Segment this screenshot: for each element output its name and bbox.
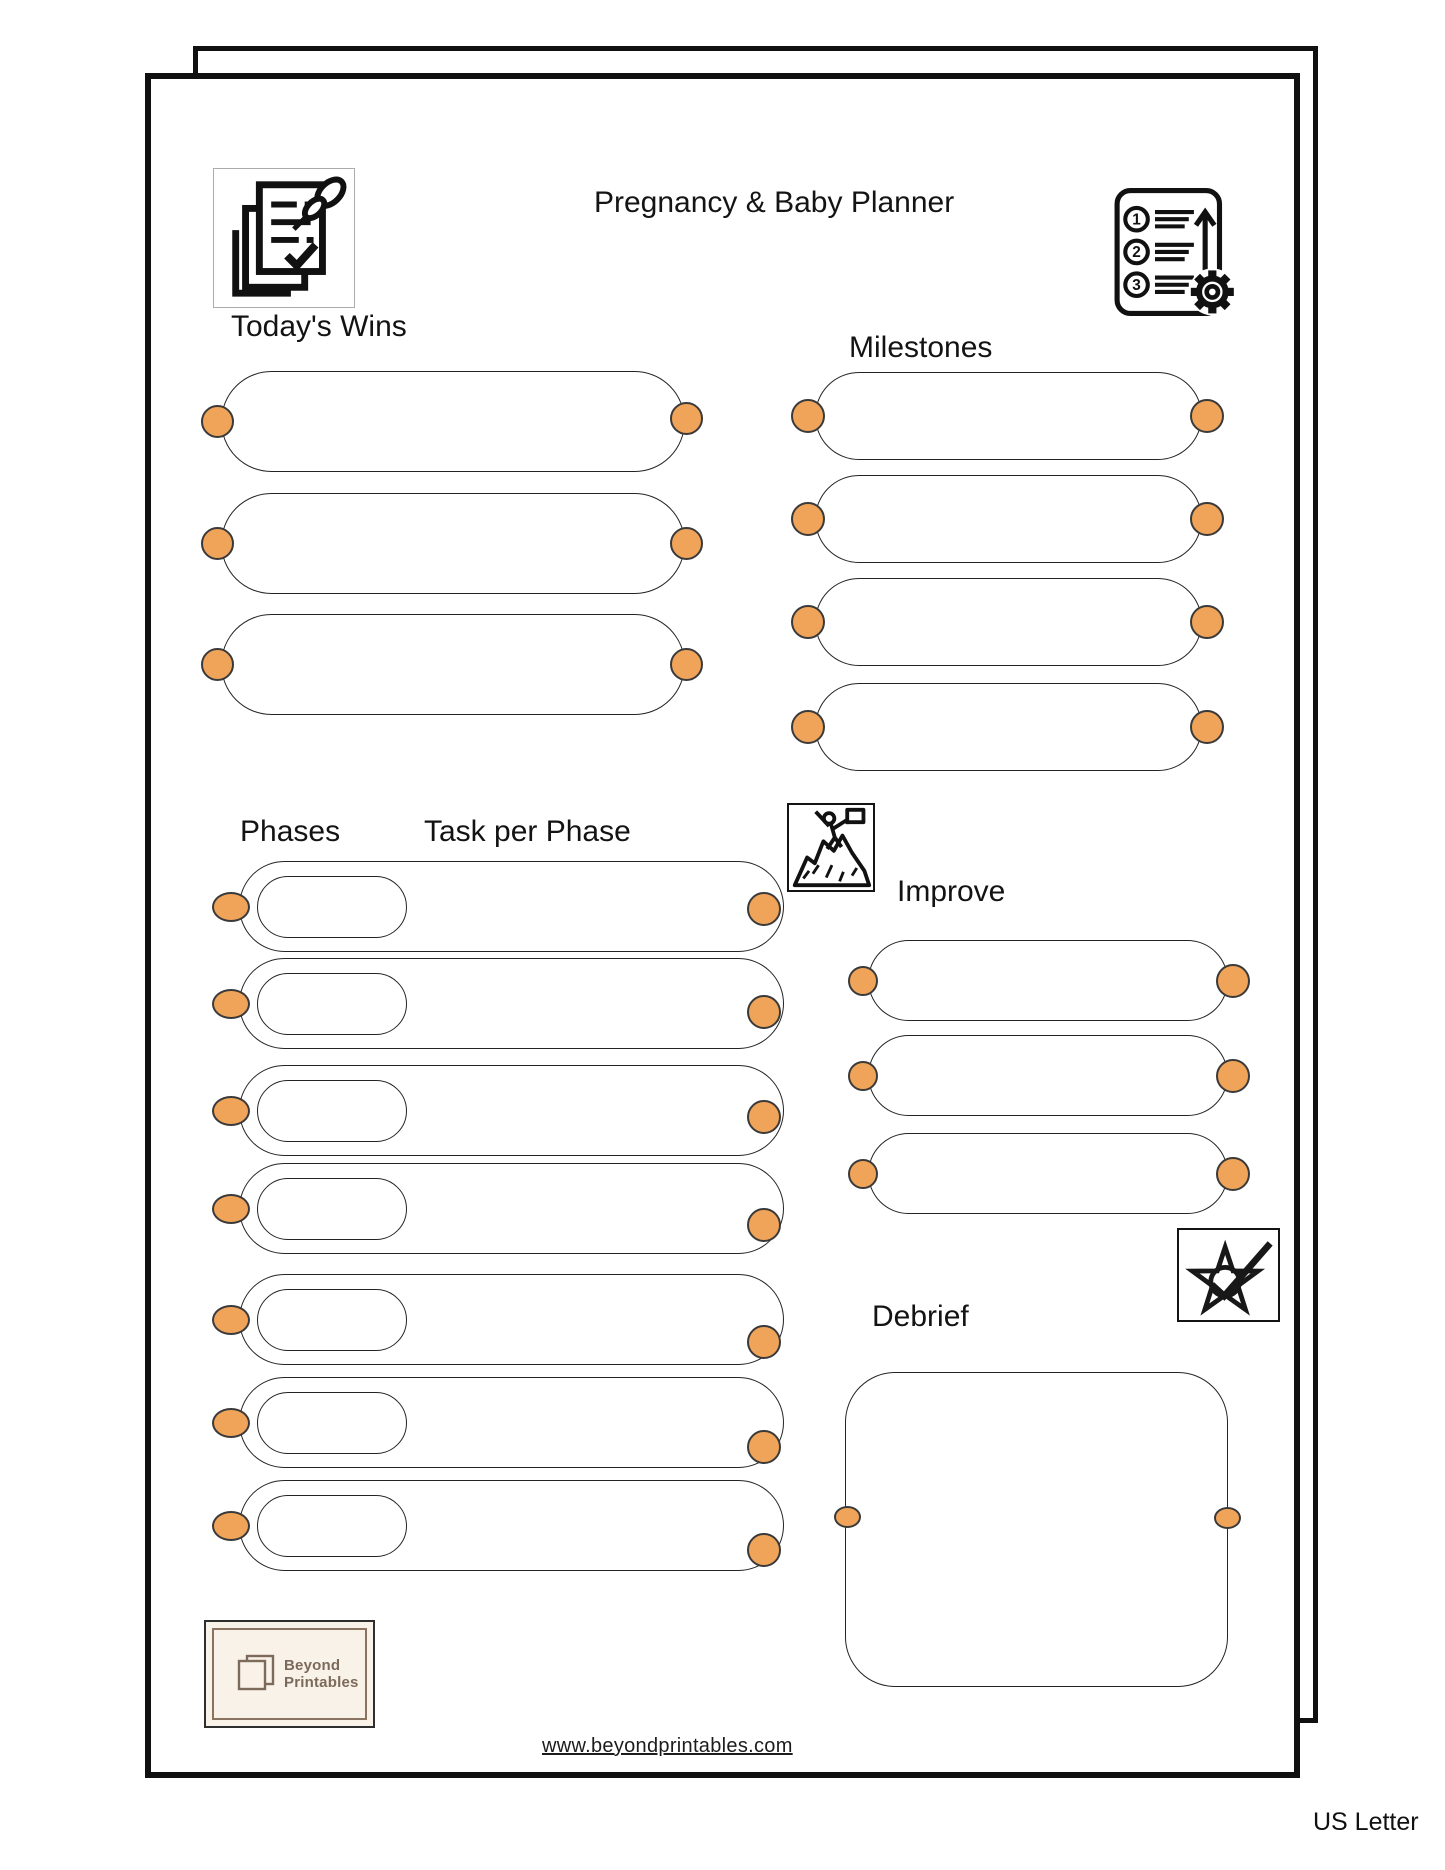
todays-wins-slot-1-right-dot	[669, 401, 703, 435]
improve-slot-3	[868, 1133, 1228, 1214]
improve-slot-3-left-dot	[848, 1158, 878, 1189]
phase-row-7-left-dot	[212, 1510, 250, 1541]
improve-slot-2	[868, 1035, 1228, 1116]
brand-name-line1: Beyond	[284, 1657, 341, 1674]
debrief-label: Debrief	[872, 1300, 969, 1333]
debrief-writing-area	[845, 1372, 1228, 1687]
paper-size-label: US Letter	[1313, 1808, 1419, 1836]
phase-row-7-right-dot	[747, 1533, 781, 1567]
numbered-list-gear-icon: 1 2 3	[1113, 186, 1241, 320]
todays-wins-slot-3-right-dot	[669, 647, 703, 681]
improve-slot-2-left-dot	[848, 1060, 878, 1091]
phase-slot-2	[257, 973, 407, 1035]
milestone-slot-1-left-dot	[791, 399, 825, 433]
phase-row-6-left-dot	[212, 1407, 250, 1438]
phases-label: Phases	[240, 815, 341, 848]
phase-row-3-left-dot	[212, 1095, 250, 1126]
todays-wins-slot-1-left-dot	[200, 405, 234, 438]
milestone-slot-2-left-dot	[791, 502, 825, 536]
todays-wins-slot-2-right-dot	[669, 526, 703, 560]
milestone-slot-4-right-dot	[1190, 710, 1224, 744]
debrief-right-dot	[1214, 1507, 1241, 1529]
phase-slot-7	[257, 1495, 407, 1557]
improve-slot-2-right-dot	[1216, 1058, 1250, 1093]
milestone-slot-2-right-dot	[1190, 502, 1224, 536]
todays-wins-slot-3-left-dot	[200, 648, 234, 681]
milestones-label: Milestones	[849, 331, 993, 364]
star-check-icon	[1177, 1228, 1280, 1322]
phase-row-6-right-dot	[747, 1430, 781, 1464]
milestone-slot-4-left-dot	[791, 710, 825, 744]
milestone-slot-2	[815, 475, 1202, 563]
phase-row-3-right-dot	[747, 1100, 781, 1134]
page-title: Pregnancy & Baby Planner	[594, 186, 955, 219]
milestone-slot-3-left-dot	[791, 605, 825, 639]
phase-row-2-right-dot	[747, 995, 781, 1029]
milestone-slot-3	[815, 578, 1202, 666]
phase-row-4-right-dot	[747, 1208, 781, 1242]
stacked-pages-icon	[234, 1652, 278, 1696]
phase-slot-3	[257, 1080, 407, 1142]
todays-wins-slot-2	[221, 493, 685, 594]
improve-slot-1-right-dot	[1216, 963, 1250, 998]
mountain-climber-icon	[787, 803, 875, 892]
svg-text:2: 2	[1132, 244, 1141, 261]
phase-slot-1	[257, 876, 407, 938]
milestone-slot-3-right-dot	[1190, 605, 1224, 639]
improve-label: Improve	[897, 875, 1006, 908]
improve-slot-1	[868, 940, 1228, 1021]
svg-text:3: 3	[1132, 277, 1141, 294]
todays-wins-slot-3	[221, 614, 685, 715]
website-link[interactable]: www.beyondprintables.com	[542, 1735, 793, 1757]
phase-row-1-left-dot	[212, 891, 250, 922]
phase-row-4-left-dot	[212, 1193, 250, 1224]
phase-slot-6	[257, 1392, 407, 1454]
brand-logo: Beyond Printables	[204, 1620, 375, 1728]
milestone-slot-4	[815, 683, 1202, 771]
svg-text:1: 1	[1132, 211, 1141, 228]
improve-slot-1-left-dot	[848, 965, 878, 996]
task-per-phase-label: Task per Phase	[424, 815, 631, 848]
brand-logo-frame: Beyond Printables	[212, 1628, 367, 1720]
milestone-slot-1-right-dot	[1190, 399, 1224, 433]
brand-name-line2: Printables	[284, 1674, 359, 1691]
todays-wins-slot-2-left-dot	[200, 527, 234, 560]
improve-slot-3-right-dot	[1216, 1156, 1250, 1191]
milestone-slot-1	[815, 372, 1202, 460]
debrief-left-dot	[834, 1506, 861, 1528]
phase-row-5-right-dot	[747, 1325, 781, 1359]
todays-wins-label: Today's Wins	[231, 310, 407, 343]
phase-row-2-left-dot	[212, 988, 250, 1019]
phase-slot-4	[257, 1178, 407, 1240]
todays-wins-slot-1	[221, 371, 685, 472]
pinned-checklist-icon	[213, 168, 355, 308]
phase-row-1-right-dot	[747, 892, 781, 926]
phase-row-5-left-dot	[212, 1304, 250, 1335]
phase-slot-5	[257, 1289, 407, 1351]
